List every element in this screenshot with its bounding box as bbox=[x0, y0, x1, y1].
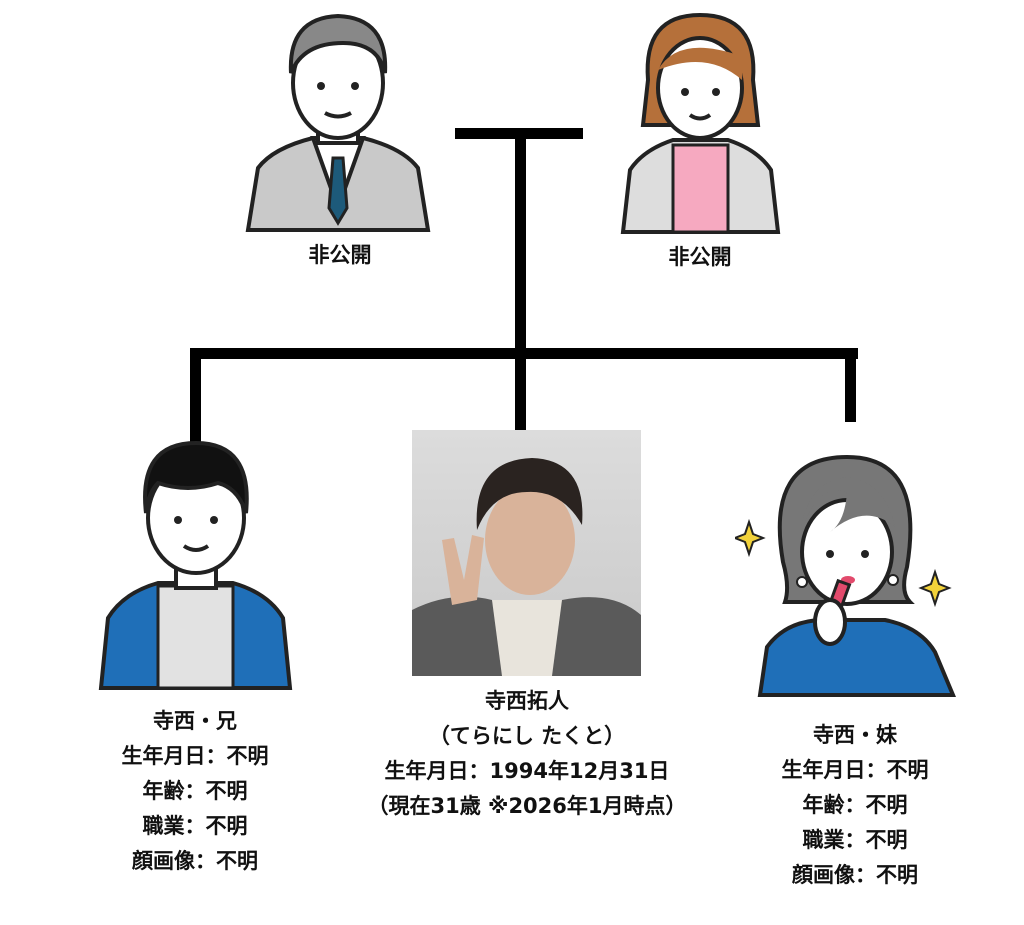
brother-stem bbox=[190, 350, 201, 442]
parents-connector bbox=[455, 128, 583, 139]
sister-name: 寺西・妹 bbox=[813, 723, 897, 747]
sister-age: 年齢：不明 bbox=[802, 793, 908, 817]
brother-age: 年齢：不明 bbox=[142, 779, 248, 803]
sister-face-image: 顔画像：不明 bbox=[792, 863, 918, 887]
self-birthday: 生年月日：1994年12月31日 bbox=[384, 759, 670, 783]
self-reading: （てらにし たくと） bbox=[428, 724, 626, 748]
self-name: 寺西拓人 bbox=[484, 689, 569, 713]
father-illustration bbox=[245, 13, 431, 232]
sister-info: 寺西・妹 生年月日：不明 年齢：不明 職業：不明 顔画像：不明 bbox=[782, 718, 929, 893]
self-stem bbox=[515, 350, 526, 430]
parents-stem bbox=[515, 135, 526, 357]
brother-info: 寺西・兄 生年月日：不明 年齢：不明 職業：不明 顔画像：不明 bbox=[122, 704, 269, 879]
father-label: 非公開 bbox=[308, 243, 372, 267]
self-photo bbox=[412, 430, 641, 676]
sister-occupation: 職業：不明 bbox=[802, 828, 908, 852]
mother-illustration bbox=[620, 12, 781, 234]
brother-face-image: 顔画像：不明 bbox=[132, 849, 258, 873]
brother-name: 寺西・兄 bbox=[153, 709, 237, 733]
brother-occupation: 職業：不明 bbox=[142, 814, 248, 838]
sister-illustration bbox=[735, 454, 957, 697]
brother-birthday: 生年月日：不明 bbox=[121, 744, 269, 768]
brother-illustration bbox=[98, 440, 293, 690]
self-age: （現在31歳 ※2026年1月時点） bbox=[367, 794, 687, 818]
sister-stem bbox=[845, 350, 856, 422]
mother-label: 非公開 bbox=[668, 245, 732, 269]
sister-birthday: 生年月日：不明 bbox=[781, 758, 929, 782]
self-info: 寺西拓人 （てらにし たくと） 生年月日：1994年12月31日 （現在31歳 … bbox=[367, 684, 686, 824]
